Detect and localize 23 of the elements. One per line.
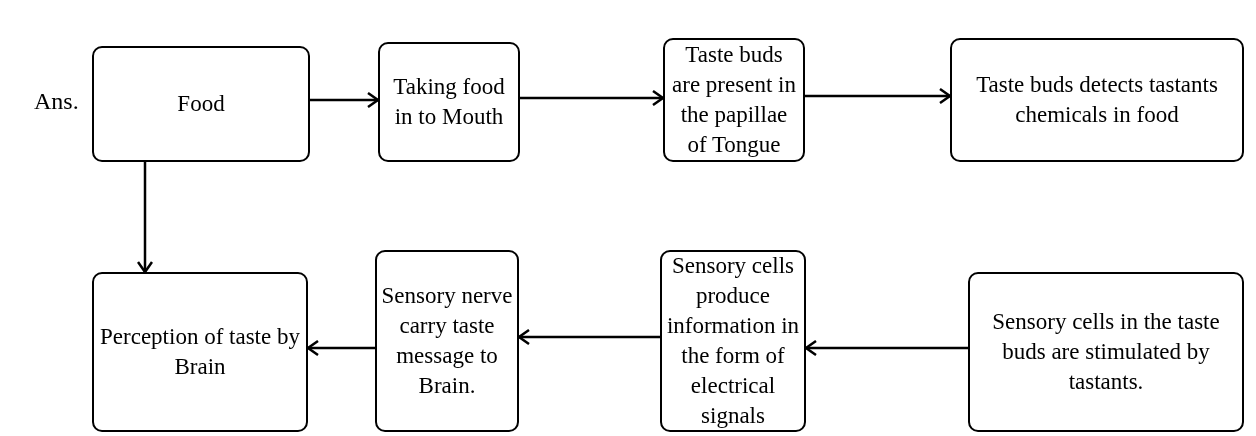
answer-label: Ans. (34, 87, 79, 116)
process-box (92, 46, 310, 162)
step-text: Sensory cells produce information in the form of electrical signals (666, 252, 800, 430)
arrow (306, 339, 375, 357)
process-box (92, 272, 308, 432)
process-box (378, 42, 520, 162)
step-text: Taking food in to Mouth (392, 73, 506, 131)
step-text: Perception of taste by Brain (99, 323, 301, 381)
arrow (136, 162, 154, 274)
arrow (520, 89, 665, 107)
process-box (663, 38, 805, 162)
arrow (517, 328, 660, 346)
process-box (375, 250, 519, 432)
step-text: Taste buds detects tastants chemicals in food (975, 71, 1219, 129)
step-text: Food (177, 90, 225, 119)
process-box (950, 38, 1244, 162)
step-text: Sensory cells in the taste buds are stimulated by tastants. (991, 308, 1221, 396)
process-box (968, 272, 1244, 432)
step-text: Sensory nerve carry taste message to Brain. (381, 282, 513, 400)
step-text: Taste buds are present in the papillae of Tongue (671, 41, 797, 159)
arrow (310, 91, 380, 109)
arrow (804, 339, 968, 357)
arrow (805, 87, 952, 105)
